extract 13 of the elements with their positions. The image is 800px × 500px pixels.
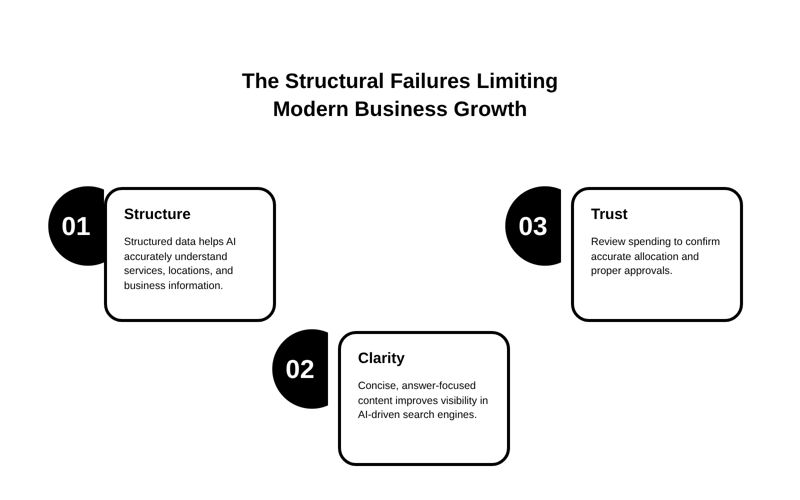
step-number: 01 — [60, 212, 92, 240]
content-card — [571, 187, 743, 322]
card-heading: Structure — [124, 206, 191, 224]
card-description: Structured data helps AI accurately understand services, locations, and business information. — [124, 235, 238, 293]
step-number: 03 — [518, 212, 548, 240]
card-description: Review spending to confirm accurate allocation and proper approvals. — [591, 235, 721, 278]
content-card — [104, 187, 276, 322]
card-heading: Clarity — [358, 350, 405, 368]
content-card — [338, 331, 510, 466]
step-number: 02 — [284, 355, 316, 383]
card-heading: Trust — [591, 206, 628, 224]
card-description: Concise, answer-focused content improves visibility in AI-driven search engines. — [358, 379, 490, 422]
diagram-title: The Structural Failures Limiting Modern Business Growth — [240, 69, 560, 123]
